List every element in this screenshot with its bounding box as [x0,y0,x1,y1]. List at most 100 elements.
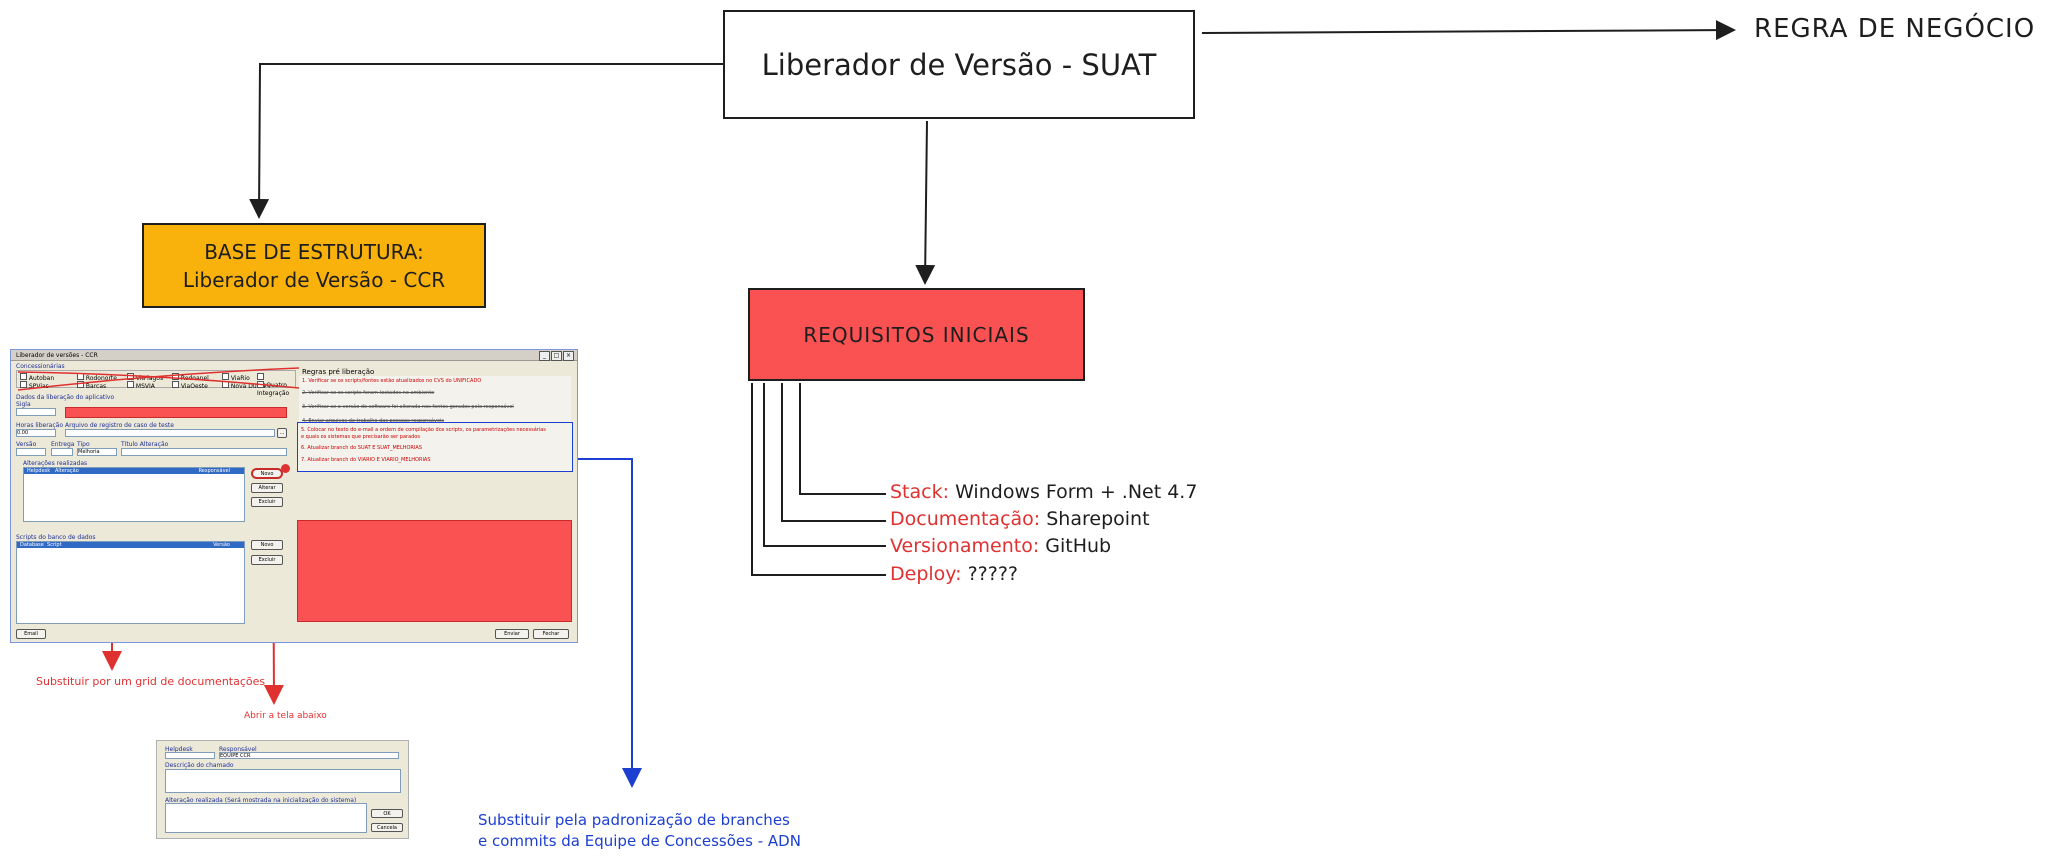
companies-section-label: Concessionárias [16,363,65,370]
scripts-list-header: Database Script Versão [17,542,244,548]
scripts-list[interactable]: Database Script Versão [16,541,245,624]
legacy-window-titlebar: Liberador de versões - CCR [11,350,577,361]
delete-script-button[interactable]: Excluir [251,555,283,565]
changes-list-header: Helpdesk Alteração Responsável [24,468,244,474]
changes-label: Alterações realizadas [23,460,88,467]
minimize-icon[interactable]: _ [539,351,550,361]
rule-item: 5. Colocar no texto do e-mail a ordem de… [301,427,546,433]
version-label: Versão [16,441,37,448]
helpdesk-label: Helpdesk [165,746,193,753]
requirement-value: ????? [967,563,1019,585]
requirement-versioning: Versionamento: GitHub [890,535,1111,557]
requirement-value: Windows Form + .Net 4.7 [955,481,1198,503]
hours-input[interactable]: 0.00 [16,429,56,437]
version-input[interactable] [16,448,46,456]
acronym-highlight-field [65,407,287,418]
note-branches: Substituir pela padronização de branches… [478,810,801,852]
bracket-stack [799,383,886,495]
acronym-label: Sigla [16,401,31,408]
send-button[interactable]: Enviar [495,629,529,639]
note-grid: Substituir por um grid de documentações [36,675,266,688]
note-branches-line2: e commits da Equipe de Concessões - ADN [478,832,801,850]
highlight-dot-icon [281,464,290,473]
legacy-window-screenshot: Liberador de versões - CCR _ □ × Concess… [10,349,578,643]
arrow-to-business-rule [1201,20,1736,41]
company-checkbox[interactable]: Barcas [77,381,106,390]
base-subtitle: Liberador de Versão - CCR [182,267,446,292]
requirements-box: REQUISITOS INICIAIS [748,288,1085,381]
edit-change-button[interactable]: Alterar [251,483,283,493]
companies-group: Autoban Rodonorte Via lagos Rodoanel Via… [16,370,296,397]
changes-list[interactable]: Helpdesk Alteração Responsável [23,467,245,522]
company-checkbox[interactable]: ViaRio [222,373,250,382]
legacy-window-controls: _ □ × [539,351,574,361]
company-checkbox[interactable]: Via lagos [127,373,163,382]
legacy-dialog-screenshot: Helpdesk Responsável EQUIPE CCR Descriçã… [156,740,409,839]
email-button[interactable]: Email [16,629,46,639]
type-label: Tipo [77,441,90,448]
company-checkbox[interactable]: Autoban [20,373,54,382]
arrow-to-requirements [915,120,936,285]
rules-highlight-block [297,520,572,622]
description-label: Descrição do chamado [165,762,234,769]
attachment-label: Arquivo de registro de caso de teste [65,422,174,429]
rules-title: Regras pré liberação [302,368,375,376]
note-open-screen: Abrir a tela abaixo [244,711,327,721]
company-checkbox[interactable]: SPVias [20,381,49,390]
requirement-deploy: Deploy: ????? [890,563,1018,585]
base-title: BASE DE ESTRUTURA: [204,239,424,264]
delete-change-button[interactable]: Excluir [251,497,283,507]
main-title: Liberador de Versão - SUAT [761,47,1157,82]
legacy-window-title: Liberador de versões - CCR [16,352,98,359]
rule-item: 3. Verificar se a versão do software foi… [302,404,514,410]
requirement-value: Sharepoint [1046,508,1150,530]
change-label: Alteração realizada (Será mostrada na in… [165,797,357,804]
close-icon[interactable]: × [563,351,574,361]
scripts-label: Scripts do banco de dados [16,534,96,541]
rule-item: 7. Atualizar branch do VIARIO E VIARIO_M… [301,457,431,463]
new-script-button[interactable]: Novo [251,540,283,550]
change-textarea[interactable] [165,803,367,833]
rule-item: 2. Verificar se os scripts foram testado… [302,390,435,396]
close-button[interactable]: Fechar [533,629,569,639]
arrow-to-base [249,63,723,219]
bracket-versioning [763,383,886,547]
requirement-key: Deploy: [890,563,962,585]
attachment-input[interactable] [65,429,275,437]
blue-arrow-branches [566,458,642,788]
description-textarea[interactable] [165,769,401,793]
delivery-input[interactable] [51,448,73,456]
rule-item: e quais os sistemas que precisarão ser p… [301,434,420,440]
rules-panel-branches: 5. Colocar no texto do e-mail a ordem de… [297,422,573,472]
browse-icon[interactable]: … [277,428,287,438]
requirements-title: REQUISITOS INICIAIS [803,322,1030,347]
requirement-key: Stack: [890,481,950,503]
release-section-label: Dados da liberação do aplicativo [16,394,115,401]
type-select[interactable]: Melhoria [77,448,117,456]
bracket-documentation [781,383,886,522]
company-checkbox[interactable]: MSVIA [127,381,155,390]
new-change-button[interactable]: Novo [251,468,283,479]
company-checkbox[interactable]: ViaOeste [172,381,208,390]
rule-item: 4. Enviar arquivos de trabalho das pesso… [302,418,445,424]
rule-item: 6. Atualizar branch do SUAT E SUAT_MELHO… [301,445,422,451]
business-rule-label: REGRA DE NEGÓCIO [1754,14,2036,44]
bracket-deploy [751,383,886,576]
acronym-select[interactable] [16,408,56,416]
base-structure-box: BASE DE ESTRUTURA: Liberador de Versão -… [142,223,486,308]
maximize-icon[interactable]: □ [551,351,562,361]
rule-item: 1. Verificar se os scripts/fontes estão … [302,378,482,384]
title-change-label: Título Alteração [121,441,169,448]
requirement-value: GitHub [1045,535,1112,557]
hours-label: Horas liberação [16,422,63,429]
requirement-key: Documentação: [890,508,1041,530]
helpdesk-input[interactable] [165,752,215,759]
title-change-input[interactable] [121,448,287,456]
requirement-documentation: Documentação: Sharepoint [890,508,1150,530]
responsible-select[interactable]: EQUIPE CCR [219,752,399,759]
requirement-stack: Stack: Windows Form + .Net 4.7 [890,481,1197,503]
cancel-button[interactable]: Cancela [371,823,403,832]
ok-button[interactable]: OK [371,809,403,818]
company-checkbox[interactable]: Rodoanel [172,373,209,382]
delivery-label: Entrega [51,441,75,448]
